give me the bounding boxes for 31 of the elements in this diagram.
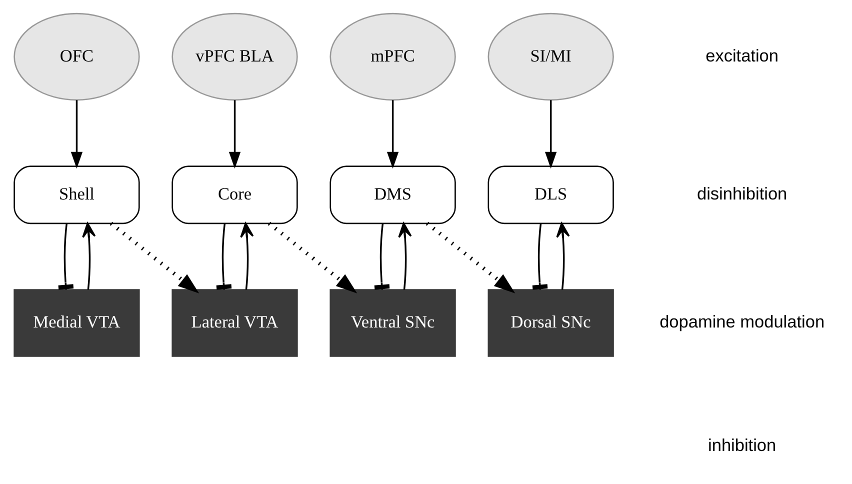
connector xyxy=(374,223,390,290)
node-box: Medial VTA xyxy=(14,289,140,357)
arrow xyxy=(240,222,254,290)
node-box: DLS xyxy=(488,166,614,224)
node-box: Lateral VTA xyxy=(172,289,298,357)
node-ellipse: OFC xyxy=(14,12,140,101)
node-box: DMS xyxy=(330,166,456,224)
arrow xyxy=(426,222,516,294)
arrow xyxy=(82,222,96,290)
legend-label: excitation xyxy=(706,45,779,66)
arrow xyxy=(556,222,570,290)
node-box: Ventral SNc xyxy=(330,289,456,357)
connector xyxy=(58,223,74,290)
arrow xyxy=(110,222,200,294)
node-ellipse: mPFC xyxy=(330,12,456,101)
connector xyxy=(216,223,232,290)
arrow xyxy=(268,222,358,294)
node-box: Core xyxy=(172,166,298,224)
node-ellipse: SI/MI xyxy=(488,12,614,101)
legend-label: disinhibition xyxy=(696,183,788,204)
arrow xyxy=(398,222,412,290)
arrow xyxy=(544,100,557,169)
arrow xyxy=(386,100,399,169)
node-box: Shell xyxy=(14,166,140,224)
arrow xyxy=(228,100,241,169)
legend-label: inhibition xyxy=(708,435,776,456)
node-ellipse: vPFC BLA xyxy=(172,12,298,101)
arrow xyxy=(70,100,83,169)
node-box: Dorsal SNc xyxy=(488,289,614,357)
connector xyxy=(532,223,548,290)
legend-label: dopamine modulation xyxy=(660,312,825,332)
